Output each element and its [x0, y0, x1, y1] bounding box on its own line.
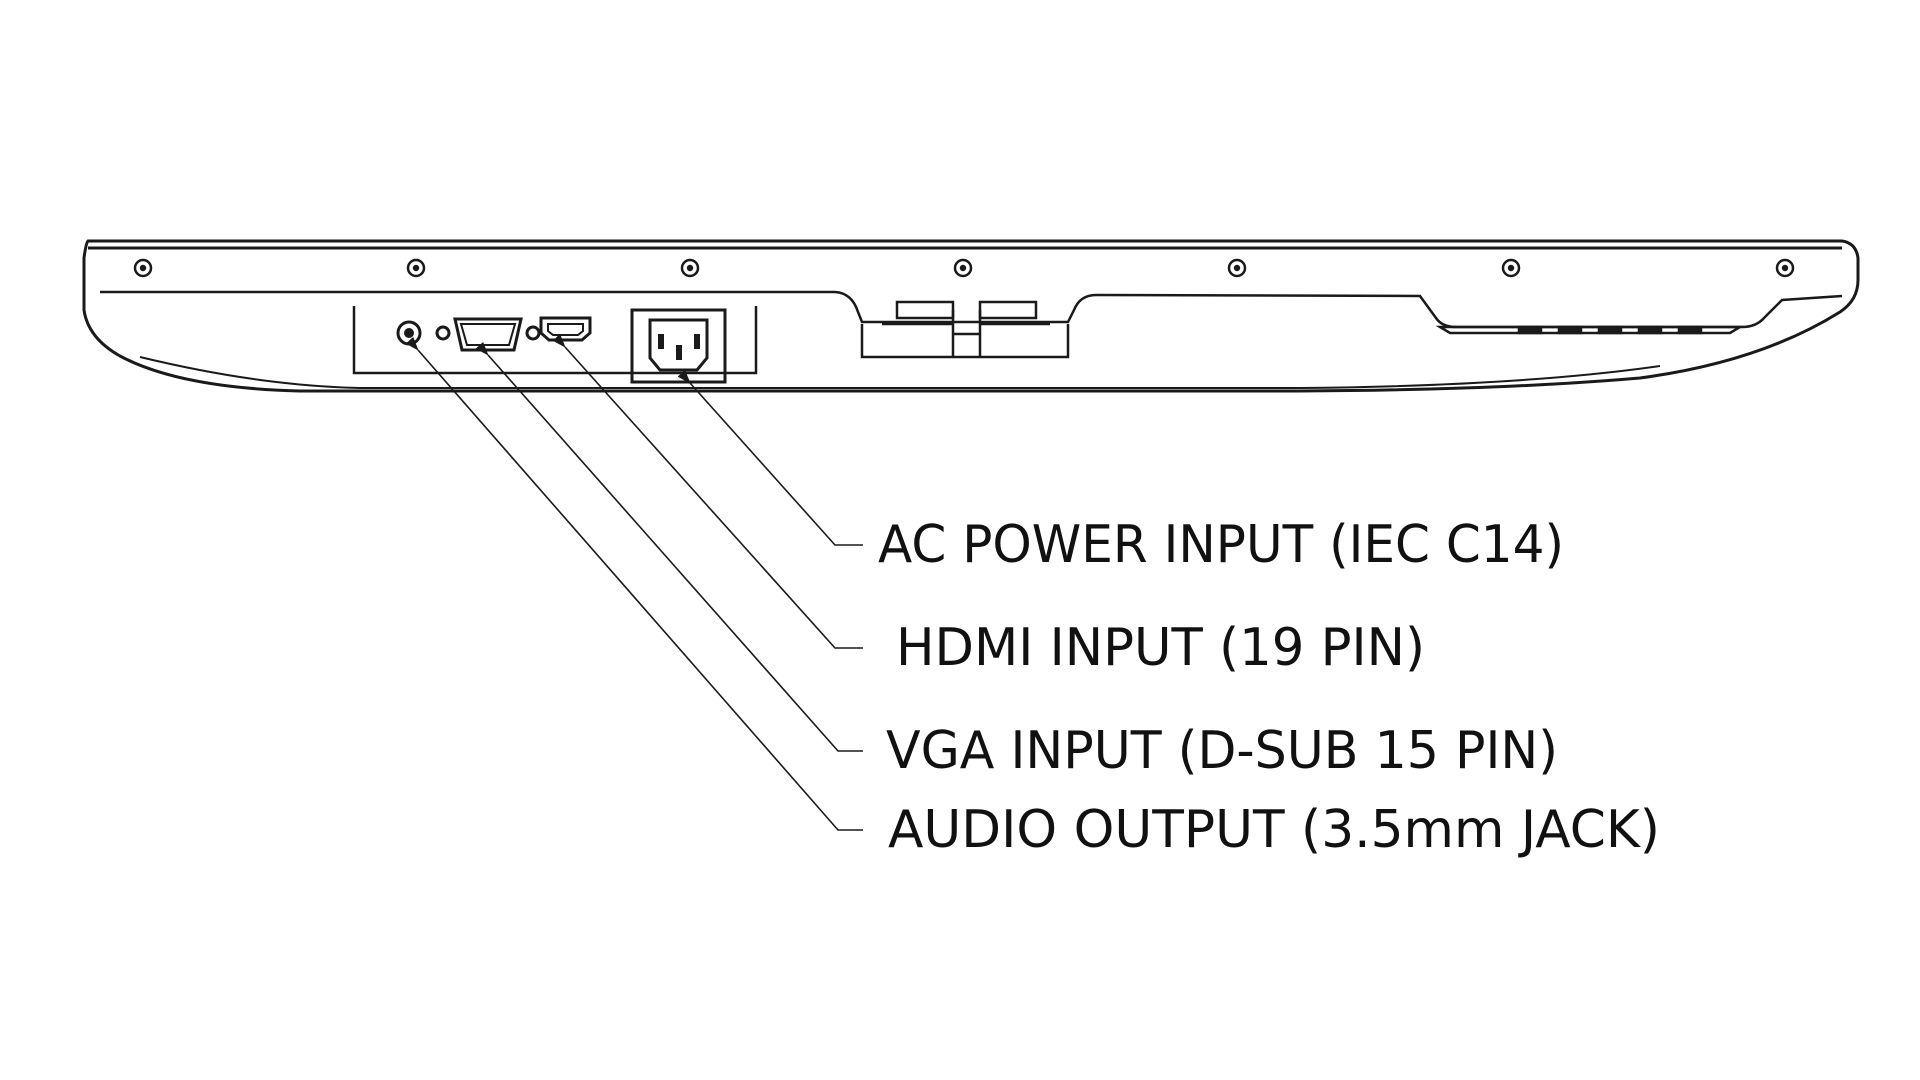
stand-mount — [860, 300, 1070, 359]
stand-mount-outline — [860, 324, 1070, 359]
stand-mount-left-latch — [895, 300, 955, 320]
label-vga-input: VGA INPUT (D-SUB 15 PIN) — [886, 721, 1558, 781]
chassis-outer-outline — [82, 239, 1860, 393]
leader-line-vga — [475, 341, 863, 752]
leader-line-audio — [405, 336, 863, 831]
io-panel-outline — [352, 306, 758, 375]
leader-lines — [405, 333, 863, 831]
control-button — [1677, 325, 1703, 335]
chassis-inner-ledge — [100, 290, 1843, 329]
control-button — [1597, 325, 1623, 335]
chassis-bottom-rim — [139, 356, 1661, 389]
screw-icon — [133, 258, 153, 278]
control-button — [1517, 325, 1543, 335]
screw-icon — [1775, 258, 1795, 278]
label-hdmi-input: HDMI INPUT (19 PIN) — [896, 618, 1425, 678]
iec-c14-power-socket-icon — [630, 308, 727, 384]
control-buttons — [1435, 325, 1745, 335]
screw-icon — [1227, 258, 1247, 278]
control-button — [1637, 325, 1663, 335]
io-panel — [352, 306, 758, 384]
screw-icon — [680, 258, 700, 278]
screw-icon — [1501, 258, 1521, 278]
vga-port-icon — [435, 317, 541, 352]
leader-line-ac-power — [677, 369, 863, 546]
mounting-screws — [133, 258, 1795, 278]
screw-icon — [953, 258, 973, 278]
label-audio-output: AUDIO OUTPUT (3.5mm JACK) — [888, 800, 1660, 860]
leader-line-hdmi — [552, 333, 863, 649]
monitor-chassis — [82, 239, 1860, 393]
stand-mount-right-latch — [978, 300, 1038, 320]
hdmi-port-icon — [539, 316, 592, 342]
label-ac-power-input: AC POWER INPUT (IEC C14) — [878, 515, 1564, 575]
audio-jack-icon — [396, 320, 422, 346]
callout-labels: AC POWER INPUT (IEC C14) HDMI INPUT (19 … — [878, 515, 1660, 860]
screw-icon — [406, 258, 426, 278]
control-button — [1557, 325, 1583, 335]
